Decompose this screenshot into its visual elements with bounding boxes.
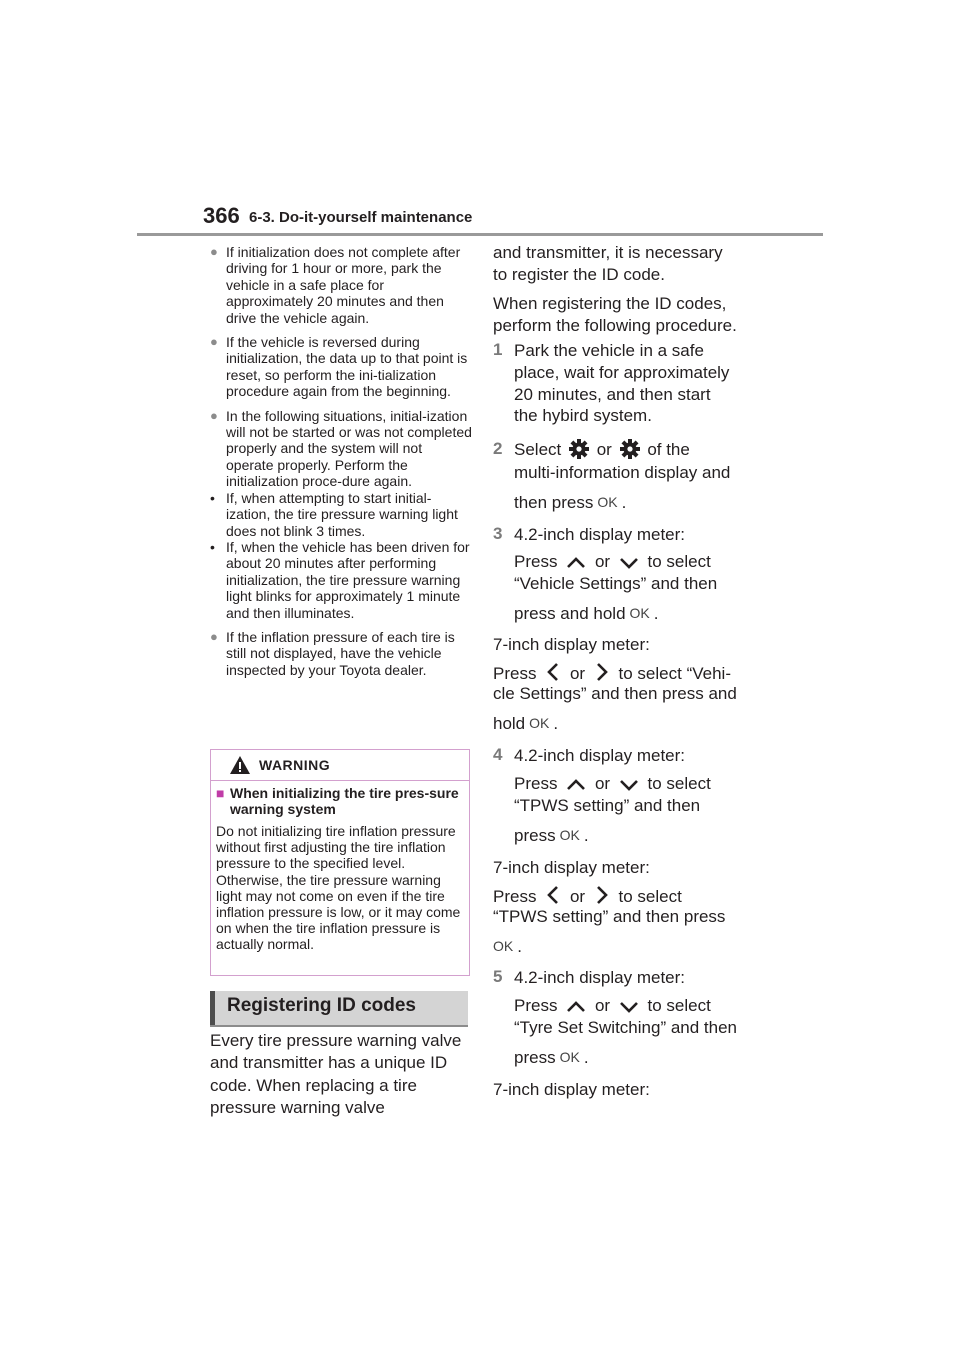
bullet-icon: ●	[210, 244, 218, 259]
text-line: to register the ID code.	[493, 265, 665, 284]
section-title: 6-3. Do-it-yourself maintenance	[249, 209, 473, 226]
text-line: Park the vehicle in a safe	[514, 341, 704, 360]
sub-item-text: If, when attempting to start initial-iza…	[226, 489, 458, 539]
text-line: perform the following procedure.	[493, 316, 737, 335]
chevron-down-icon	[619, 558, 638, 569]
text-line: 4.2-inch display meter:	[514, 525, 686, 544]
step-number: 1	[493, 340, 503, 359]
chevron-right-icon	[596, 886, 608, 904]
text-line: Press or to select	[514, 996, 711, 1015]
chevron-up-icon	[567, 779, 586, 790]
warning-body: Do not initializing tire inflation press…	[216, 823, 461, 953]
list-item: ● If the inflation pressure of each tire…	[210, 629, 472, 678]
text-line: Press or to select	[514, 552, 711, 571]
text-line: Press or to select	[493, 884, 682, 908]
step-number: 2	[493, 439, 503, 458]
warning-triangle-icon	[230, 756, 250, 774]
note-text: If the vehicle is reversed during initia…	[226, 334, 468, 400]
sub-list-item: • If, when the vehicle has been driven f…	[210, 539, 472, 621]
notes-list: ● If initialization does not complete af…	[210, 244, 472, 686]
text-line: 20 minutes, and then start	[514, 385, 711, 404]
ok-button-icon: OK	[493, 938, 514, 954]
note-text: If the inflation pressure of each tire i…	[226, 628, 455, 678]
ok-button-icon: OK	[629, 605, 650, 621]
text-line: 7-inch display meter:	[493, 635, 650, 654]
bullet-icon: ●	[210, 628, 218, 644]
warning-header: WARNING	[211, 750, 469, 778]
step-number: 4	[493, 745, 503, 764]
text-line: “TPWS setting” and then	[514, 796, 701, 815]
text-line: Select or of the	[514, 439, 690, 459]
sub-item-text: If, when the vehicle has been driven for…	[226, 538, 470, 621]
step-number: 3	[493, 524, 503, 543]
text-line: 4.2-inch display meter:	[514, 968, 686, 987]
text-line: When registering the ID codes,	[493, 294, 727, 313]
chevron-up-icon	[567, 1001, 586, 1012]
text-line: and transmitter, it is necessary	[493, 243, 723, 262]
text-line: “TPWS setting” and then press	[493, 907, 726, 926]
note-text: If initialization does not complete afte…	[226, 244, 461, 326]
chevron-left-icon	[547, 663, 559, 681]
text-line: the hybird system.	[514, 406, 652, 425]
list-item: ● If initialization does not complete af…	[210, 244, 472, 326]
chevron-down-icon	[619, 780, 638, 791]
ok-button-icon: OK	[597, 494, 618, 510]
warning-subtitle: ■ When initializing the tire pres-sure w…	[216, 785, 466, 817]
bullet-icon: ●	[210, 407, 218, 423]
text-line: multi-information display and	[514, 463, 731, 482]
square-bullet-icon: ■	[216, 785, 225, 801]
ok-button-icon: OK	[559, 827, 580, 843]
section-heading-text: Registering ID codes	[227, 995, 416, 1016]
chevron-down-icon	[619, 1002, 638, 1013]
warning-subtitle-text: When initializing the tire pres-sure war…	[230, 785, 459, 817]
gear-icon	[619, 439, 640, 459]
intro-paragraph: Every tire pressure warning valve and tr…	[210, 1031, 462, 1117]
text-line: place, wait for approximately	[514, 363, 730, 382]
chevron-up-icon	[567, 557, 586, 568]
bullet-icon: ●	[210, 334, 218, 350]
note-text: In the following situations, initial-iza…	[226, 407, 472, 490]
text-line: 7-inch display meter:	[493, 858, 650, 877]
text-line: Press or to select	[514, 774, 711, 793]
chevron-left-icon	[547, 886, 559, 904]
text-line: OK.	[493, 937, 522, 956]
header-divider	[137, 233, 823, 236]
list-item: ● In the following situations, initial-i…	[210, 408, 472, 621]
note-body: In the following situations, initial-iza…	[210, 407, 472, 621]
gear-icon	[568, 439, 589, 459]
ok-button-icon: OK	[529, 715, 550, 731]
list-item: ● If the vehicle is reversed during init…	[210, 334, 472, 400]
chevron-right-icon	[596, 663, 608, 681]
heading-underline	[210, 1025, 468, 1027]
page-number: 366	[203, 203, 240, 228]
warning-divider	[211, 780, 469, 781]
warning-title: WARNING	[259, 757, 331, 773]
text-line: 7-inch display meter:	[493, 1080, 650, 1099]
ok-button-icon: OK	[559, 1049, 580, 1065]
text-line: “Tyre Set Switching” and then	[514, 1018, 738, 1037]
text-line: cle Settings” and then press and	[493, 684, 737, 703]
text-line: “Vehicle Settings” and then	[514, 574, 718, 593]
sub-list-item: • If, when attempting to start initial-i…	[210, 490, 472, 539]
section-heading: Registering ID codes	[210, 991, 468, 1025]
warning-box: WARNING ■ When initializing the tire pre…	[210, 749, 470, 976]
text-line: Press or to select “Vehi-	[493, 661, 731, 685]
text-line: 4.2-inch display meter:	[514, 746, 686, 765]
step-number: 5	[493, 967, 503, 986]
